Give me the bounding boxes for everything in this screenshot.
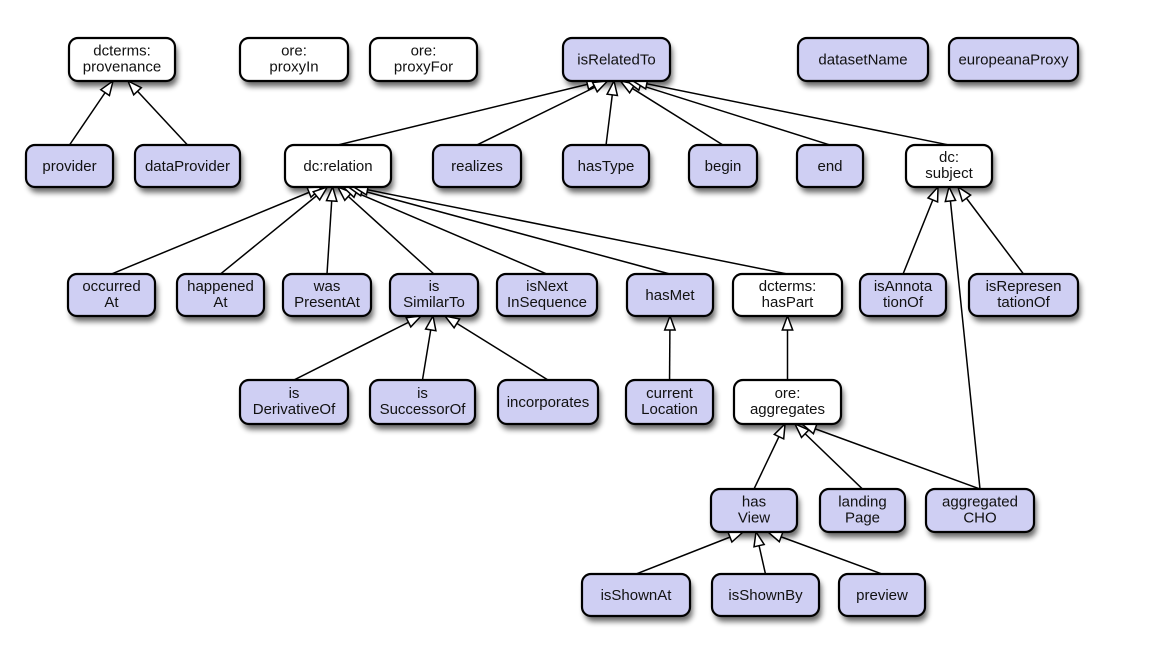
svg-text:dataProvider: dataProvider: [145, 158, 230, 175]
svg-text:aggregated: aggregated: [942, 494, 1018, 511]
svg-text:ore:: ore:: [411, 43, 437, 60]
svg-text:end: end: [817, 158, 842, 175]
svg-text:is: is: [289, 385, 300, 402]
svg-text:dc:relation: dc:relation: [303, 158, 372, 175]
svg-text:Page: Page: [845, 510, 880, 527]
svg-text:has: has: [742, 494, 766, 511]
svg-text:At: At: [213, 294, 228, 311]
svg-text:SuccessorOf: SuccessorOf: [380, 401, 467, 418]
svg-text:isAnnota: isAnnota: [874, 278, 933, 295]
svg-text:proxyFor: proxyFor: [394, 59, 453, 76]
svg-text:tationOf: tationOf: [997, 294, 1050, 311]
svg-text:At: At: [104, 294, 119, 311]
svg-text:isRepresen: isRepresen: [986, 278, 1062, 295]
svg-text:incorporates: incorporates: [507, 394, 590, 411]
svg-text:ore:: ore:: [775, 385, 801, 402]
svg-text:provenance: provenance: [83, 59, 161, 76]
svg-text:hasMet: hasMet: [645, 287, 695, 304]
svg-text:tionOf: tionOf: [883, 294, 924, 311]
svg-text:preview: preview: [856, 587, 908, 604]
svg-text:aggregates: aggregates: [750, 401, 825, 418]
svg-text:DerivativeOf: DerivativeOf: [253, 401, 336, 418]
svg-text:SimilarTo: SimilarTo: [403, 294, 465, 311]
svg-text:hasPart: hasPart: [762, 294, 815, 311]
svg-text:ore:: ore:: [281, 43, 307, 60]
svg-text:landing: landing: [838, 494, 886, 511]
svg-text:provider: provider: [42, 158, 96, 175]
svg-text:PresentAt: PresentAt: [294, 294, 361, 311]
svg-text:happened: happened: [187, 278, 254, 295]
svg-text:proxyIn: proxyIn: [269, 59, 318, 76]
svg-text:dc:: dc:: [939, 149, 959, 166]
svg-text:datasetName: datasetName: [818, 51, 907, 68]
svg-text:CHO: CHO: [963, 510, 996, 527]
svg-text:Location: Location: [641, 401, 698, 418]
svg-text:is: is: [429, 278, 440, 295]
svg-text:subject: subject: [925, 165, 973, 182]
svg-text:current: current: [646, 385, 694, 402]
svg-text:europeanaProxy: europeanaProxy: [958, 51, 1069, 68]
svg-text:hasType: hasType: [578, 158, 635, 175]
svg-text:was: was: [313, 278, 341, 295]
svg-text:dcterms:: dcterms:: [93, 43, 151, 60]
svg-text:isNext: isNext: [526, 278, 569, 295]
svg-text:occurred: occurred: [82, 278, 140, 295]
svg-text:InSequence: InSequence: [507, 294, 587, 311]
svg-text:isShownBy: isShownBy: [728, 587, 803, 604]
svg-text:isShownAt: isShownAt: [601, 587, 673, 604]
svg-text:isRelatedTo: isRelatedTo: [577, 51, 655, 68]
svg-text:realizes: realizes: [451, 158, 503, 175]
svg-text:dcterms:: dcterms:: [759, 278, 817, 295]
svg-text:begin: begin: [705, 158, 742, 175]
svg-text:View: View: [738, 510, 770, 527]
svg-text:is: is: [417, 385, 428, 402]
